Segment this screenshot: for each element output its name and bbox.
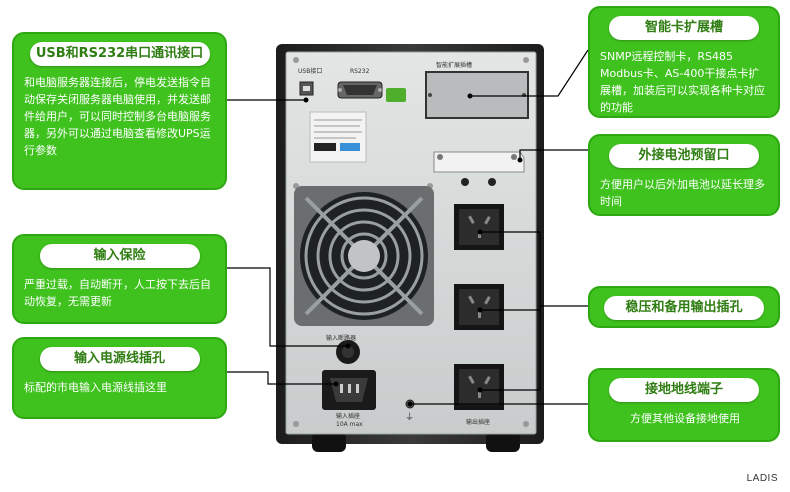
callout-usb-rs232-body: 和电脑服务器连接后，停电发送指令自动保存关闭服务器电脑使用，并发送邮件给用户，可… <box>24 76 211 157</box>
callout-output-outlets-title: 稳压和备用输出插孔 <box>604 296 764 320</box>
battery-terminal <box>488 178 496 186</box>
callout-smart-card-body: SNMP远程控制卡，RS485 Modbus卡、AS-400干接点卡扩展槽，加装… <box>600 50 765 114</box>
compliance-badge <box>386 88 406 102</box>
callout-power-input: 输入电源线插孔 标配的市电输入电源线插这里 <box>12 337 227 419</box>
usb-port-label: USB接口 <box>298 67 322 75</box>
output-socket[interactable] <box>454 284 504 330</box>
rs232-port-label: RS232 <box>350 68 370 75</box>
battery-port-cover[interactable] <box>433 151 525 173</box>
connector-power <box>227 371 336 385</box>
connector-outlets <box>480 231 588 307</box>
connector-battery <box>519 149 588 160</box>
callout-ground-terminal-title: 接地地线端子 <box>609 378 759 402</box>
callout-battery-port-body: 方便用户以后外加电池以延长理多时间 <box>600 178 765 208</box>
connector-outlets-low <box>480 306 541 391</box>
callout-input-fuse-body: 严重过载，自动断开，人工按下去后自动恢复，无需更新 <box>24 278 211 308</box>
input-socket-rating: 10A max <box>336 421 363 428</box>
smart-card-slot[interactable] <box>425 71 529 119</box>
ground-symbol-icon: ⏚ <box>405 412 414 423</box>
callout-battery-port-title: 外接电池预留口 <box>609 144 759 168</box>
callout-usb-rs232-title: USB和RS232串口通讯接口 <box>29 42 210 66</box>
connector-fuse <box>227 267 348 347</box>
fuse-label: 输入断路器 <box>326 334 356 342</box>
battery-terminal <box>461 178 469 186</box>
callout-ground-terminal-body: 方便其他设备接地使用 <box>630 412 740 425</box>
callout-battery-port: 外接电池预留口 方便用户以后外加电池以延长理多时间 <box>588 134 780 216</box>
output-socket[interactable] <box>454 364 504 410</box>
output-socket-label: 输出插座 <box>466 418 490 426</box>
callout-usb-rs232: USB和RS232串口通讯接口 和电脑服务器连接后，停电发送指令自动保存关闭服务… <box>12 32 227 190</box>
callout-smart-card: 智能卡扩展槽 SNMP远程控制卡，RS485 Modbus卡、AS-400干接点… <box>588 6 780 118</box>
foot-left <box>312 432 346 452</box>
connector-smart-card <box>470 49 589 97</box>
input-socket-label: 输入插座 <box>336 412 360 420</box>
callout-power-input-title: 输入电源线插孔 <box>39 347 200 371</box>
output-socket[interactable] <box>454 204 504 250</box>
callout-output-outlets: 稳压和备用输出插孔 <box>588 286 780 328</box>
callout-smart-card-title: 智能卡扩展槽 <box>609 16 759 40</box>
foot-right <box>486 432 520 452</box>
callout-input-fuse: 输入保险 严重过载，自动断开，人工按下去后自动恢复，无需更新 <box>12 234 227 324</box>
brand-logo: LADIS <box>746 473 778 484</box>
callout-ground-terminal: 接地地线端子 方便其他设备接地使用 <box>588 368 780 442</box>
callout-power-input-body: 标配的市电输入电源线插这里 <box>24 381 167 394</box>
callout-input-fuse-title: 输入保险 <box>39 244 200 268</box>
smart-slot-label: 智能扩展插槽 <box>436 61 472 69</box>
